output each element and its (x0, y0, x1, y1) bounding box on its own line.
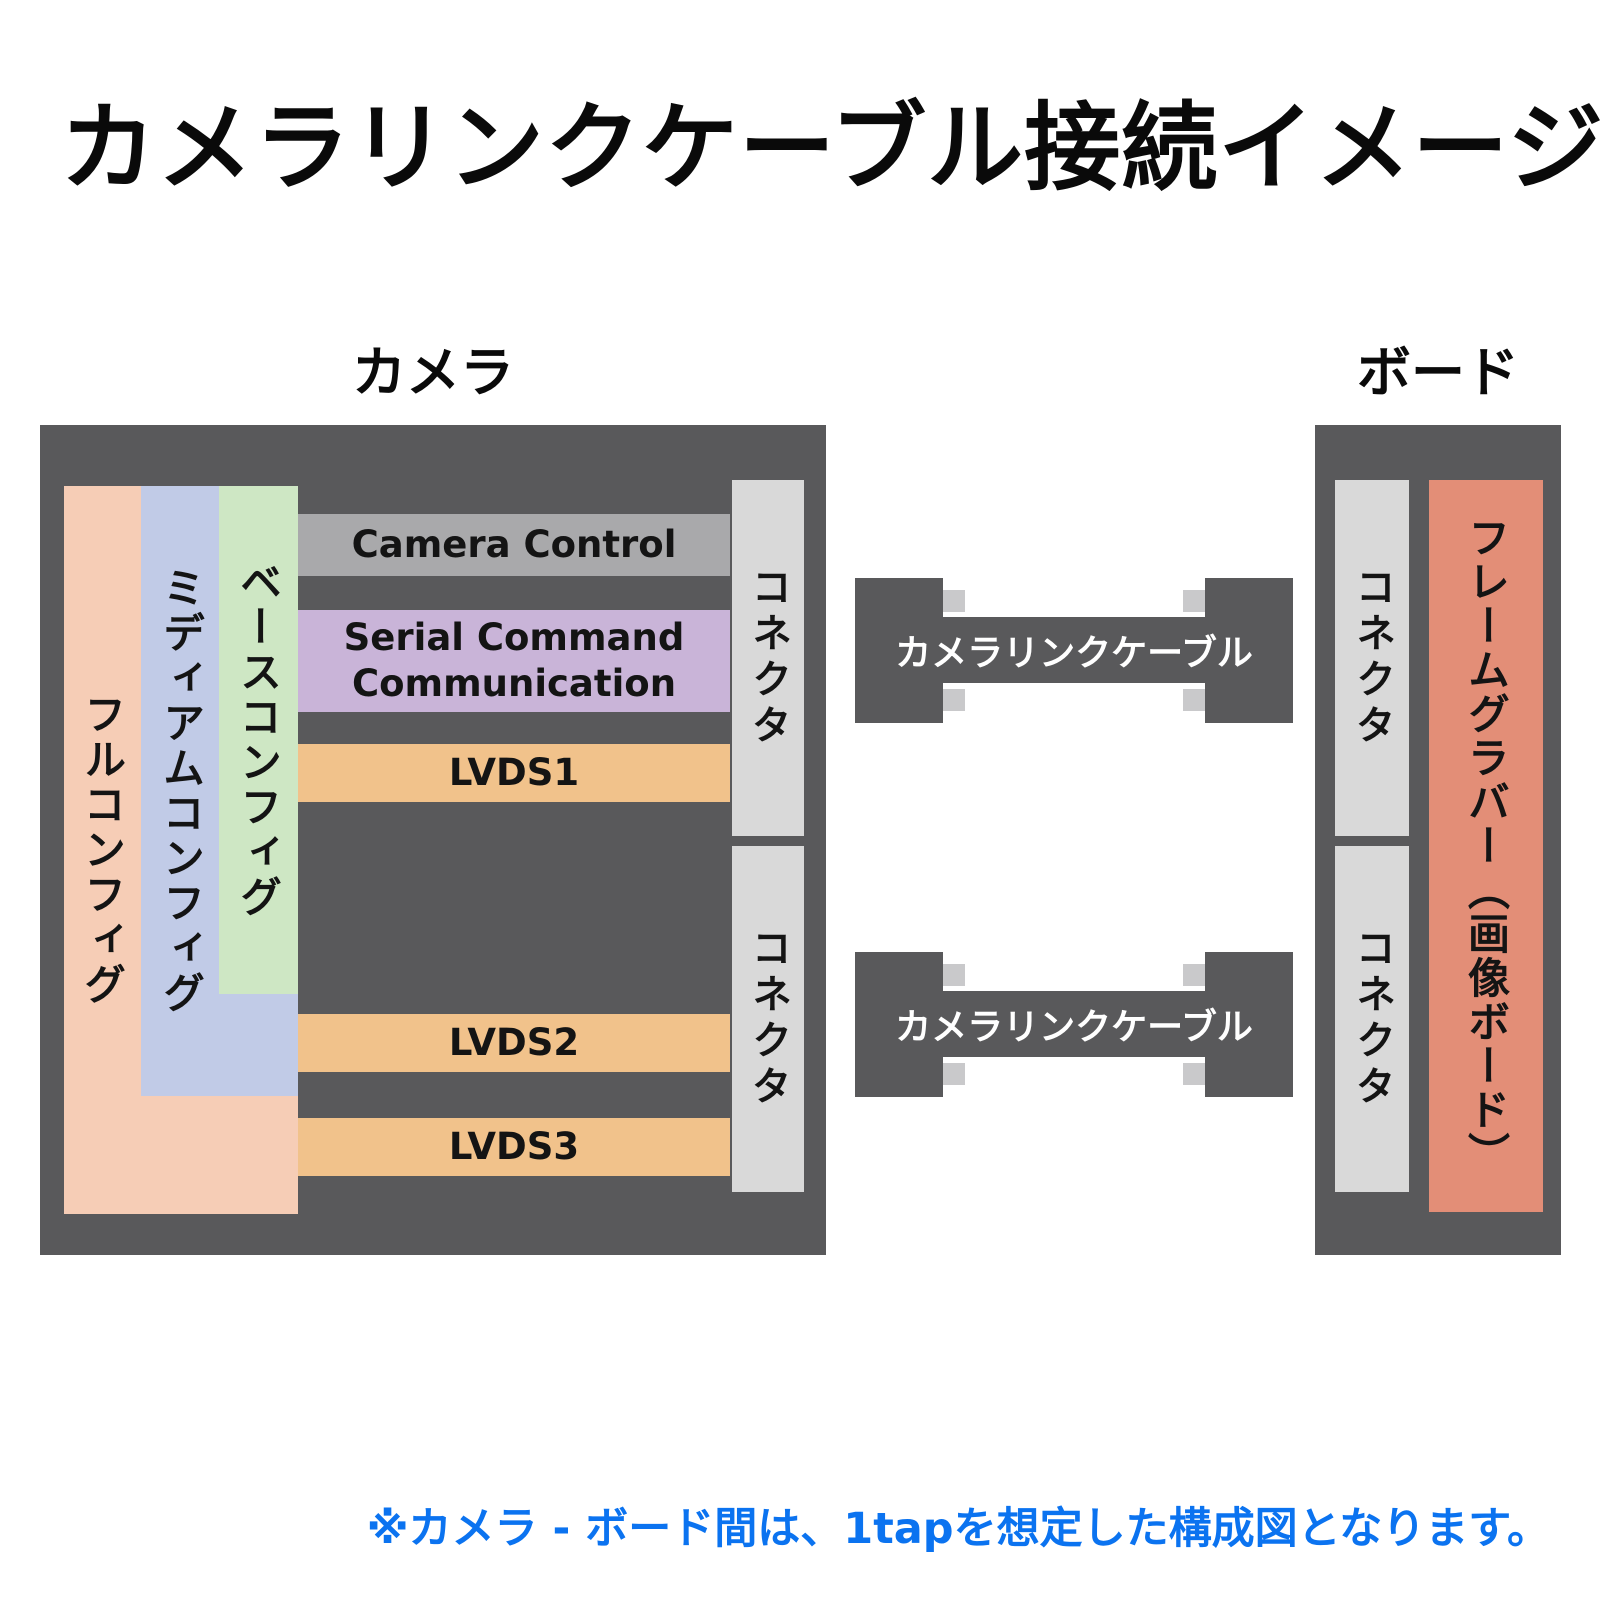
cable-top-right-screw-top (1183, 590, 1205, 612)
cable-bottom-label: カメラリンクケーブル (895, 1007, 1253, 1048)
config-base-label: ベースコンフィグ (233, 560, 283, 920)
board-connector-top-label: コネクタ (1349, 566, 1395, 750)
cable-top-left-screw-bottom (943, 689, 965, 711)
camera-connector-bottom-label: コネクタ (745, 927, 791, 1111)
cable-bottom-body (943, 991, 1205, 1057)
cable-bottom-right-screw-bottom (1183, 1063, 1205, 1085)
board-connector-bottom-label: コネクタ (1349, 927, 1395, 1111)
board-connector-bottom (1335, 846, 1409, 1192)
frame-grabber-label: フレームグラバー（画像ボード） (1461, 516, 1511, 1176)
page-title: カメラリンクケーブル接続イメージ (60, 92, 1600, 204)
signal-bar-lvds1: LVDS1 (298, 744, 730, 802)
cable-bottom-right-screw-top (1183, 964, 1205, 986)
config-full-label: フルコンフィグ (77, 692, 127, 1008)
camera-connector-top (732, 480, 804, 836)
camera-connector-top-label: コネクタ (745, 566, 791, 750)
signal-bar-serial-command: Serial Command Communication (298, 610, 730, 712)
footnote: ※カメラ - ボード間は、1tapを想定した構成図となります。 (366, 1504, 1550, 1554)
cable-bottom-left-screw-top (943, 964, 965, 986)
signal-bar-lvds2-label: LVDS2 (448, 1020, 580, 1064)
cable-bottom-left-screw-bottom (943, 1063, 965, 1085)
board-section-label: ボード (1357, 341, 1519, 404)
cable-top-left-plug (855, 578, 943, 723)
signal-bar-camera-control-label: Camera Control (351, 522, 677, 566)
camera-section-label: カメラ (352, 341, 514, 404)
cable-top-right-screw-bottom (1183, 689, 1205, 711)
frame-grabber-band (1429, 480, 1543, 1212)
cable-bottom-left-plug (855, 952, 943, 1097)
config-medium-label: ミディアムコンフィグ (156, 566, 206, 1016)
cable-top-label: カメラリンクケーブル (895, 633, 1253, 674)
signal-bar-lvds1-label: LVDS1 (448, 750, 580, 794)
signal-bar-lvds2: LVDS2 (298, 1014, 730, 1072)
signal-bar-serial-command-label: Serial Command Communication (343, 615, 685, 705)
cable-bottom-right-plug (1205, 952, 1293, 1097)
cable-top-right-plug (1205, 578, 1293, 723)
signal-bar-lvds3-label: LVDS3 (448, 1124, 580, 1168)
board-connector-top (1335, 480, 1409, 836)
config-band-base (219, 486, 298, 994)
cable-top-body (943, 617, 1205, 683)
camera-connector-bottom (732, 846, 804, 1192)
cable-top-left-screw-top (943, 590, 965, 612)
signal-bar-camera-control: Camera Control (298, 514, 730, 576)
signal-bar-lvds3: LVDS3 (298, 1118, 730, 1176)
